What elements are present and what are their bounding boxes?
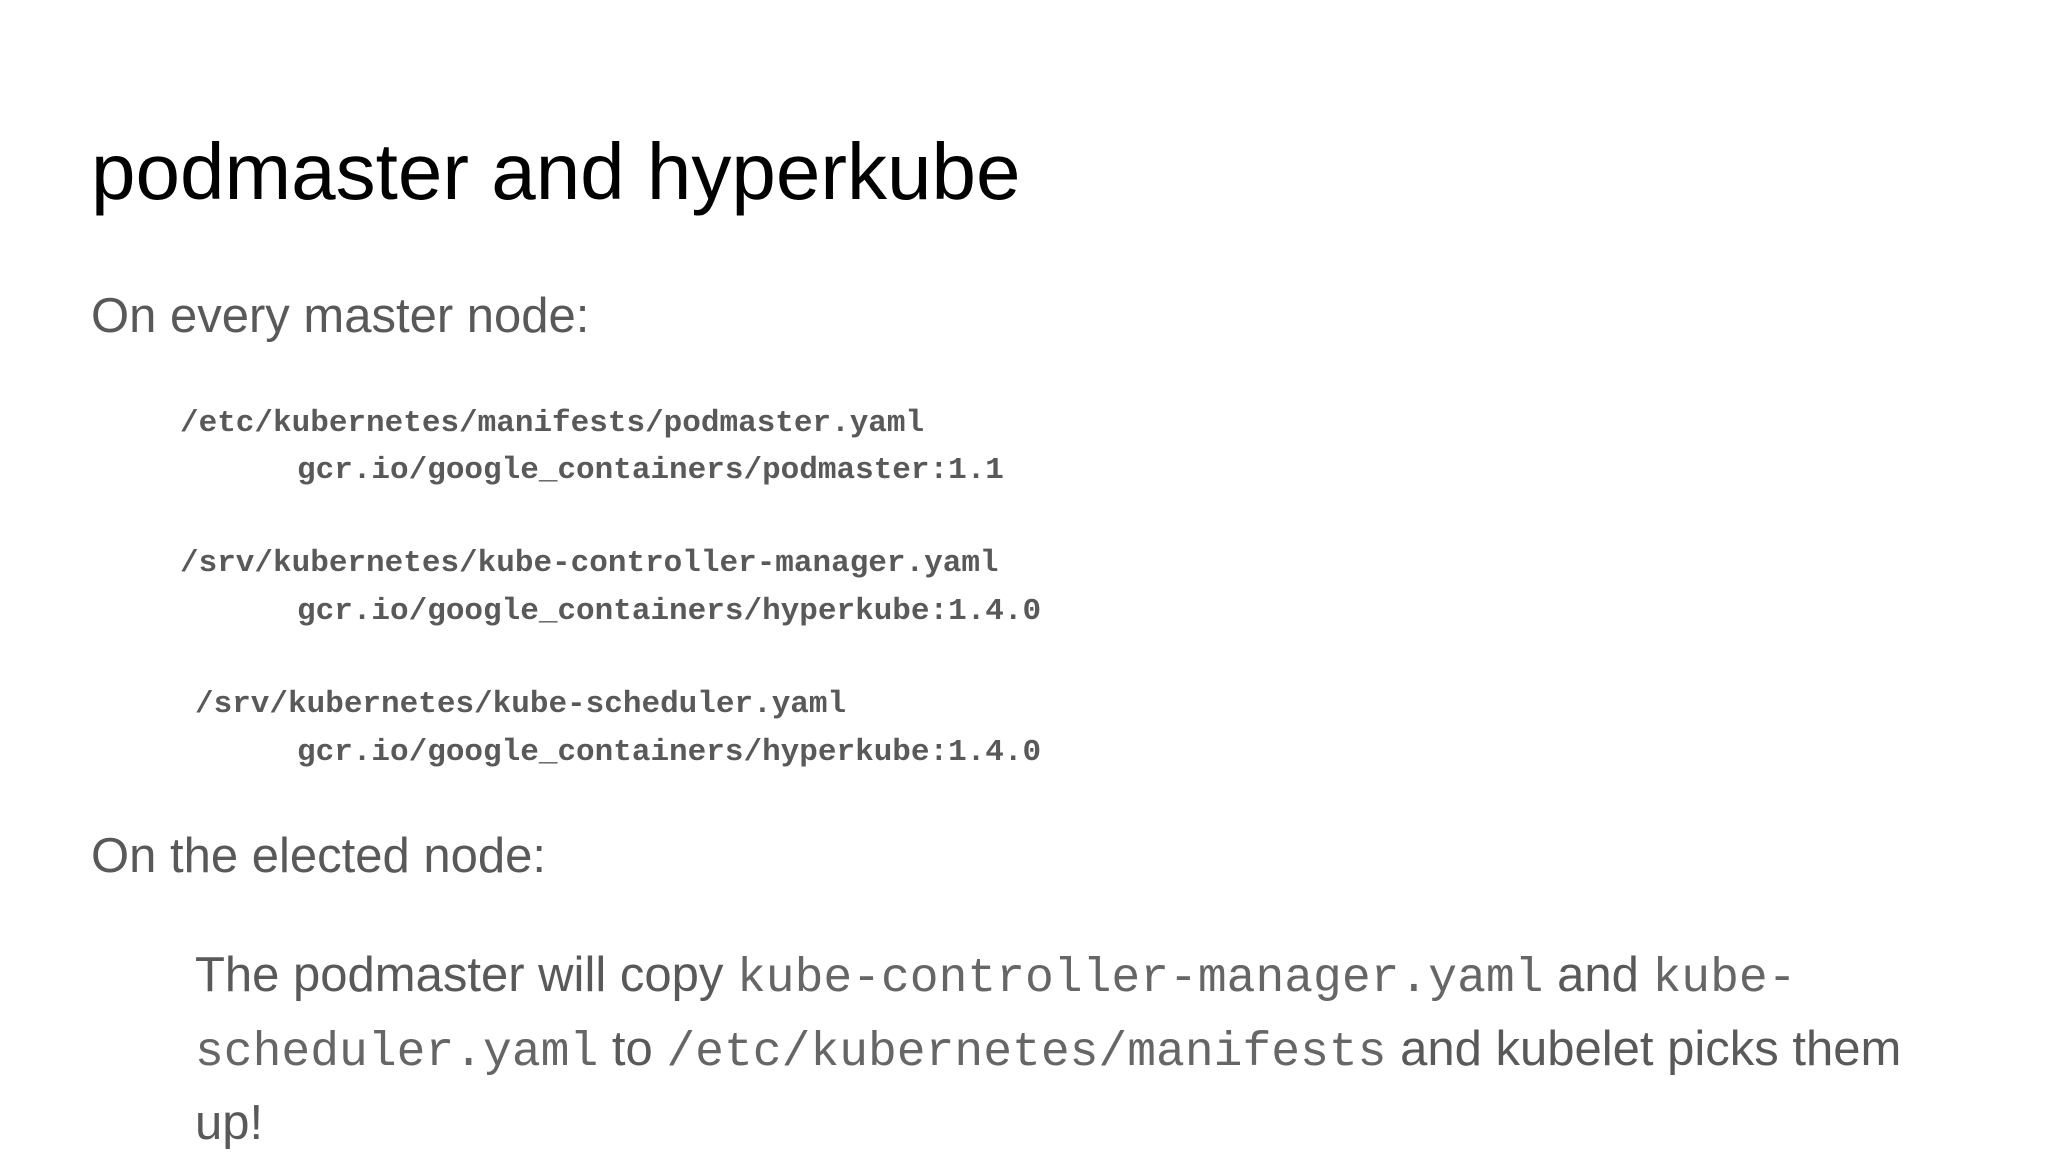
para-text-3: to: [598, 1022, 667, 1076]
manifest-image-podmaster: gcr.io/google_containers/podmaster:1.1: [297, 453, 1004, 488]
slide-title: podmaster and hyperkube: [91, 127, 1021, 216]
para-code-scheduler: kube-scheduler.yaml: [195, 952, 1797, 1080]
para-code-manifests-dir: /etc/kubernetes/manifests: [666, 1026, 1387, 1080]
manifest-path-controller-manager: /srv/kubernetes/kube-controller-manager.…: [180, 546, 999, 581]
para-text-2: and: [1543, 948, 1653, 1002]
section-heading-every-master: On every master node:: [91, 289, 590, 343]
manifest-image-controller-manager: gcr.io/google_containers/hyperkube:1.4.0: [297, 594, 1042, 629]
para-code-controller-manager: kube-controller-manager.yaml: [736, 952, 1544, 1006]
manifest-image-scheduler: gcr.io/google_containers/hyperkube:1.4.0: [297, 735, 1042, 770]
section-heading-elected-node: On the elected node:: [91, 829, 546, 883]
manifest-path-scheduler: /srv/kubernetes/kube-scheduler.yaml: [195, 687, 847, 722]
manifest-path-podmaster: /etc/kubernetes/manifests/podmaster.yaml: [180, 406, 925, 441]
para-text-1: The podmaster will copy: [195, 948, 737, 1002]
para-text-4: and kubelet picks them up!: [195, 1022, 1902, 1150]
elected-node-description: The podmaster will copy kube-controller-…: [195, 940, 1915, 1158]
